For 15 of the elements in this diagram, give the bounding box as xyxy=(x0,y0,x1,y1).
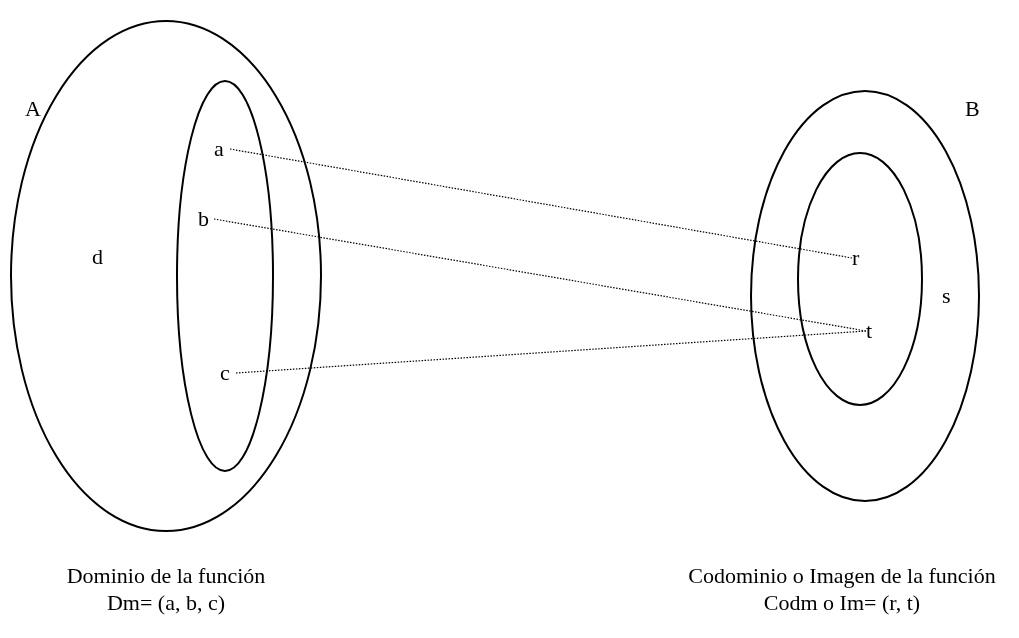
caption-text: Codm o Im= (r, t) xyxy=(763,590,921,616)
element-label: s xyxy=(942,283,956,309)
caption-text: Dm= (a, b, c) xyxy=(106,590,226,616)
element-label: b xyxy=(198,206,214,232)
caption-text: Codominio o Imagen de la función xyxy=(688,563,996,589)
set-name: B xyxy=(965,97,980,121)
element-label: c xyxy=(220,360,236,386)
dotted-connector xyxy=(229,148,853,259)
dotted-connector xyxy=(235,330,867,374)
element-label: r xyxy=(852,245,866,271)
element-label: d xyxy=(92,244,108,270)
set-name: A xyxy=(25,97,41,121)
caption-text: Dominio de la función xyxy=(66,563,266,589)
element-label: a xyxy=(214,136,230,162)
element-label: t xyxy=(866,318,878,344)
